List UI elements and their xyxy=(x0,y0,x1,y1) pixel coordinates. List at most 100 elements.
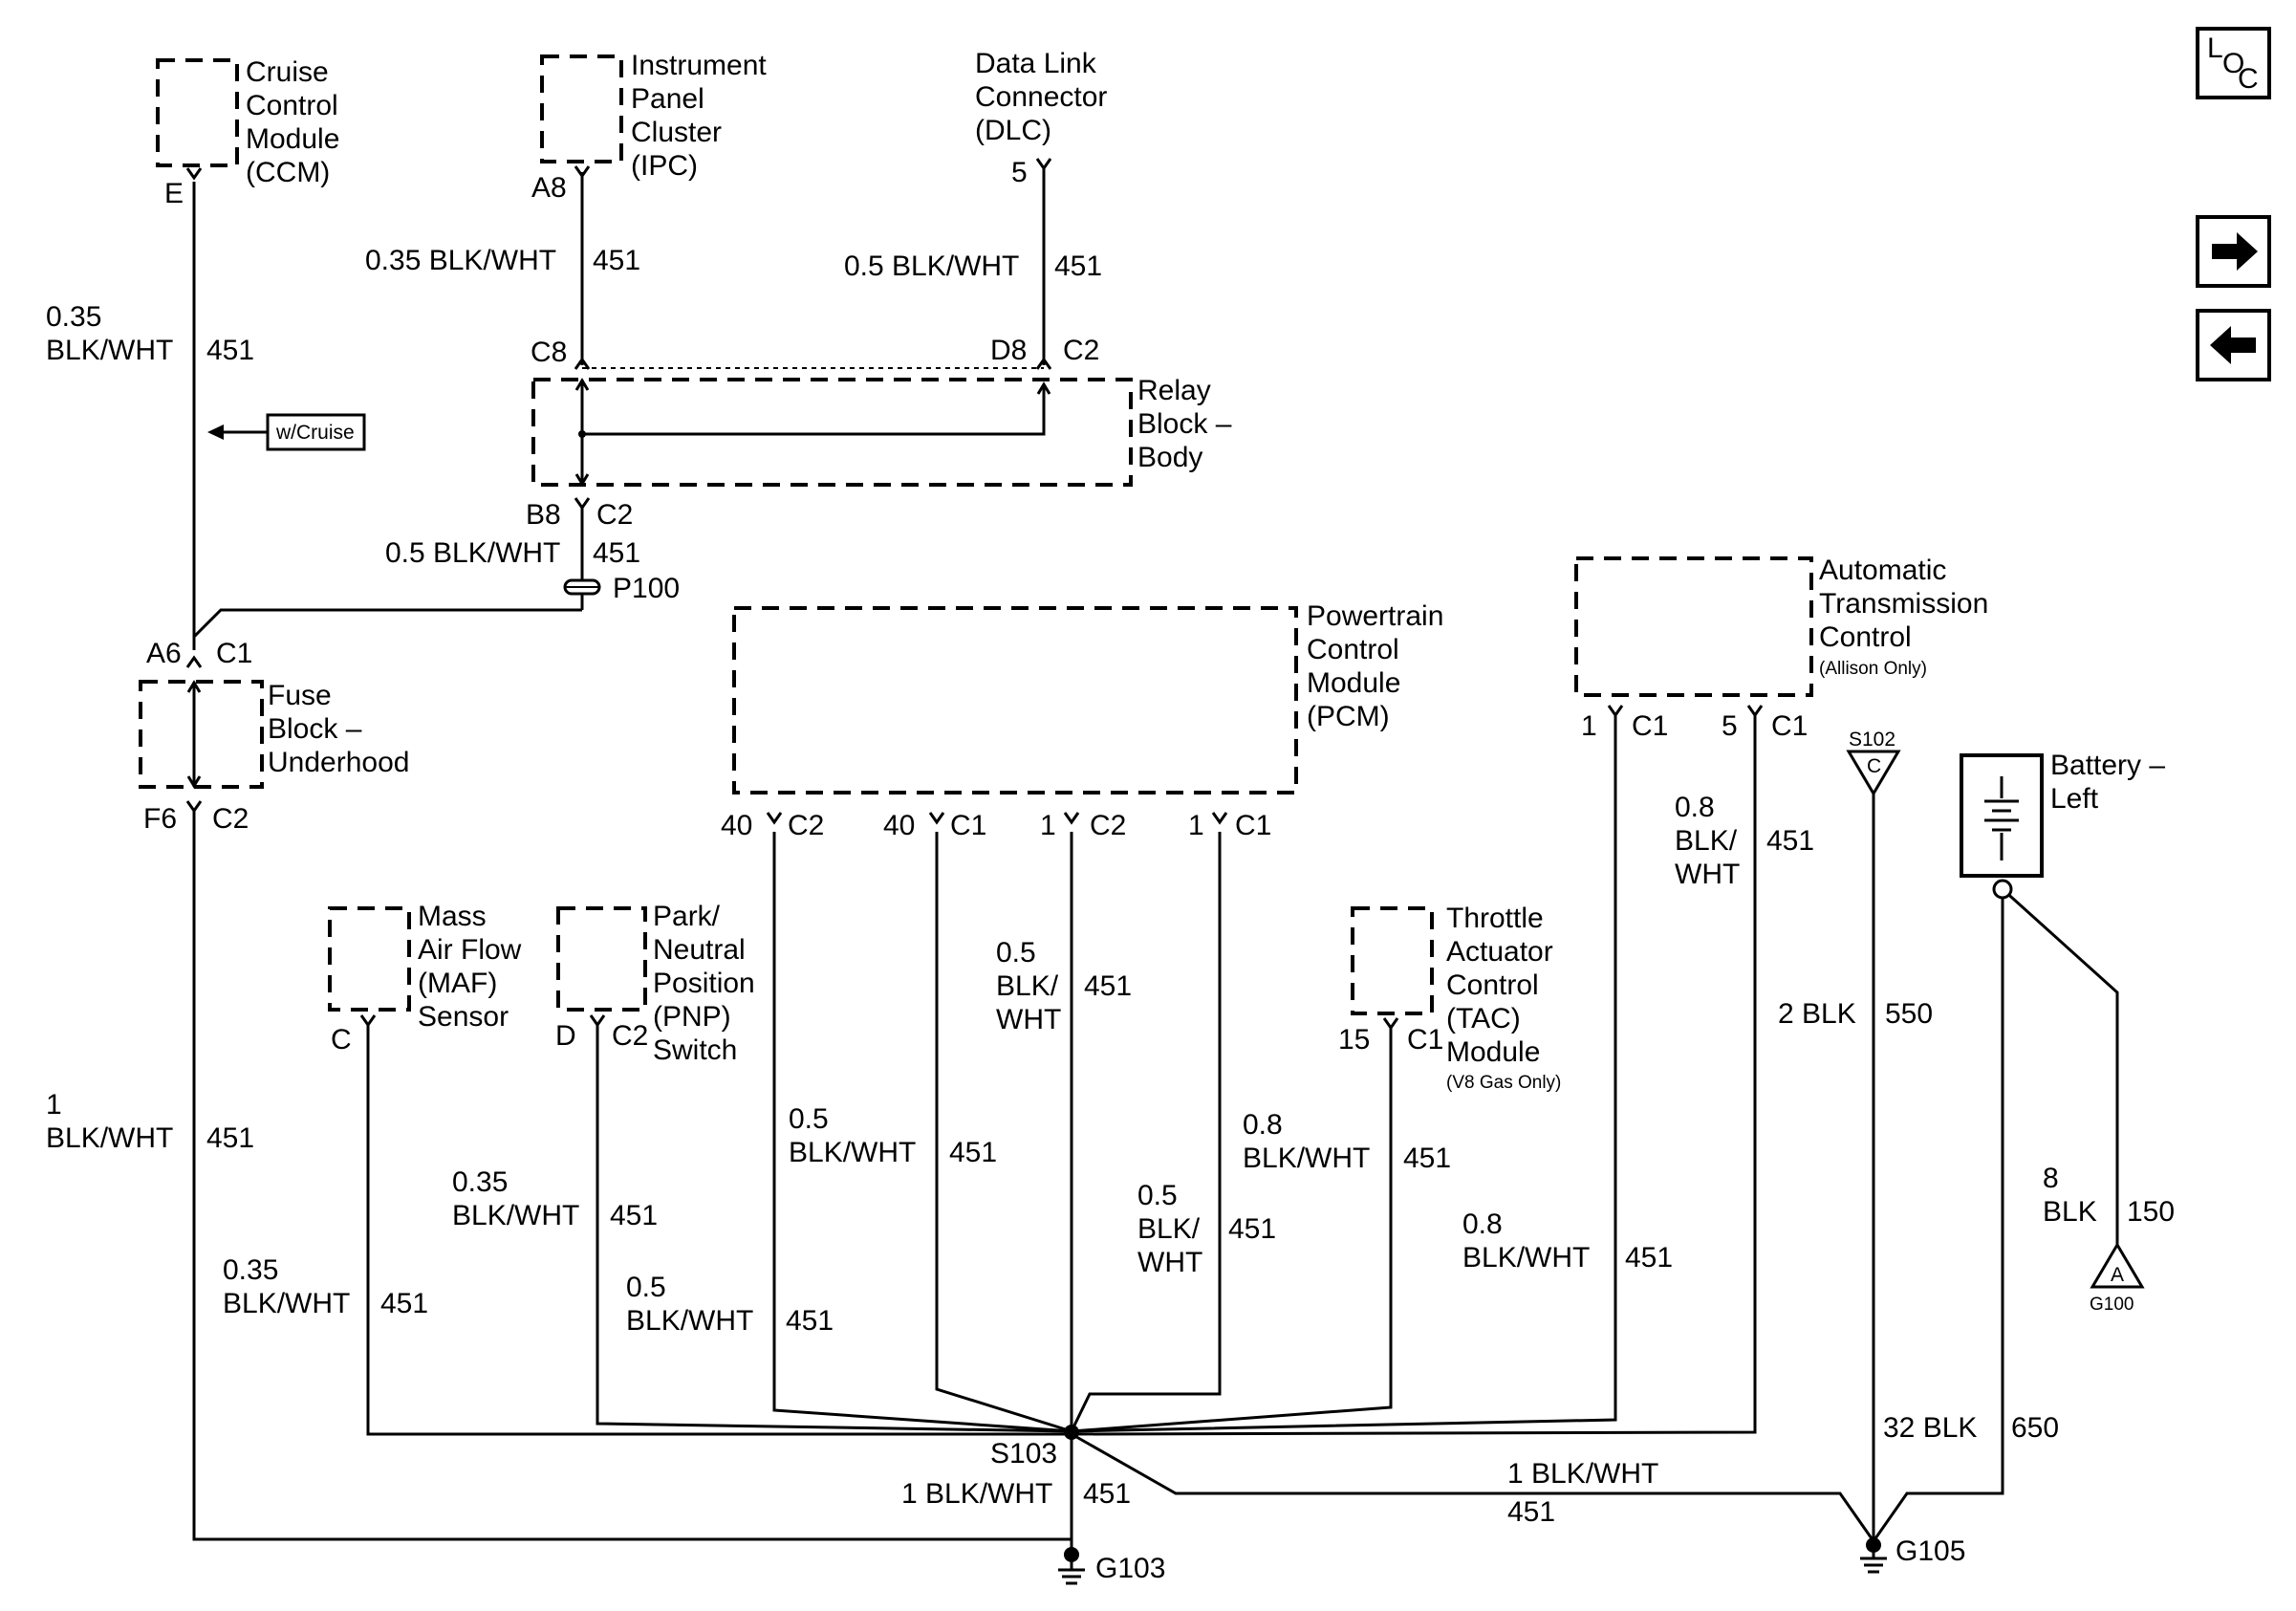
wire-label-pcm-40c1: 0.5 BLK/WHT 451 xyxy=(789,1103,997,1168)
svg-text:Control: Control xyxy=(1307,634,1399,665)
svg-text:451: 451 xyxy=(1228,1213,1276,1245)
svg-text:0.35: 0.35 xyxy=(46,301,101,333)
svg-text:0.5: 0.5 xyxy=(996,937,1036,969)
g100-label: G100 xyxy=(2090,1295,2134,1315)
svg-text:BLK/WHT: BLK/WHT xyxy=(1462,1242,1590,1274)
loc-button[interactable]: L O C xyxy=(2196,27,2271,99)
pin-pcm-1b: 1 xyxy=(1188,810,1204,841)
svg-text:(IPC): (IPC) xyxy=(631,150,698,182)
fuse-arrow-down xyxy=(186,775,202,789)
svg-text:Throttle: Throttle xyxy=(1446,903,1544,934)
svg-text:0.5: 0.5 xyxy=(789,1103,829,1135)
svg-text:1 BLK/WHT: 1 BLK/WHT xyxy=(1507,1458,1658,1490)
wire-p100-fuse xyxy=(192,608,582,650)
svg-text:BLK/: BLK/ xyxy=(996,970,1059,1002)
svg-text:WHT: WHT xyxy=(1675,859,1740,890)
svg-text:Air Flow: Air Flow xyxy=(418,934,522,966)
p100-label: P100 xyxy=(613,573,680,604)
svg-text:BLK: BLK xyxy=(2043,1196,2097,1228)
wire-label-ccm: 0.35 BLK/WHT 451 xyxy=(46,301,254,366)
wire-pnp xyxy=(596,1025,1072,1433)
svg-text:Control: Control xyxy=(1446,969,1539,1001)
svg-text:451: 451 xyxy=(1625,1242,1673,1274)
svg-text:Body: Body xyxy=(1137,442,1202,473)
ipc-label: Instrument Panel Cluster (IPC) xyxy=(631,50,767,182)
svg-text:Fuse: Fuse xyxy=(268,680,332,711)
svg-text:Instrument: Instrument xyxy=(631,50,767,81)
wire-tac xyxy=(1071,1028,1393,1433)
svg-text:451: 451 xyxy=(593,537,640,569)
svg-text:BLK/WHT: BLK/WHT xyxy=(626,1305,753,1337)
relay-bus-node xyxy=(578,430,586,438)
svg-text:Control: Control xyxy=(246,90,338,121)
wire-pcm-40c2 xyxy=(772,832,1072,1433)
svg-text:(MAF): (MAF) xyxy=(418,968,497,999)
splice-s103 xyxy=(1064,1425,1079,1440)
wire-battery-g100 xyxy=(2001,887,2119,1245)
svg-text:Left: Left xyxy=(2050,783,2099,815)
pin-atc-5: 5 xyxy=(1722,710,1738,742)
prev-page-button[interactable] xyxy=(2196,309,2271,381)
wire-atc-1 xyxy=(1071,715,1617,1433)
wire-label-fuse-out: 1 BLK/WHT 451 xyxy=(46,1089,254,1154)
pin-ccm: E xyxy=(164,178,184,209)
svg-text:Sensor: Sensor xyxy=(418,1001,509,1033)
svg-text:Underhood: Underhood xyxy=(268,747,409,778)
svg-text:BLK/WHT: BLK/WHT xyxy=(789,1137,916,1168)
svg-text:BLK/WHT: BLK/WHT xyxy=(223,1288,350,1319)
svg-text:Block –: Block – xyxy=(268,713,362,745)
atc-label: Automatic Transmission Control (Allison … xyxy=(1819,555,1988,679)
wire-label-atc-1: 0.8 BLK/WHT 451 xyxy=(1462,1208,1673,1274)
loc-l: L xyxy=(2207,33,2223,64)
pcm-label: Powertrain Control Module (PCM) xyxy=(1307,600,1443,732)
svg-text:0.35: 0.35 xyxy=(452,1166,508,1198)
ipc-box xyxy=(540,54,623,163)
svg-text:Mass: Mass xyxy=(418,901,487,932)
svg-text:451: 451 xyxy=(786,1305,834,1337)
loc-c: C xyxy=(2238,63,2259,95)
svg-text:0.35 BLK/WHT: 0.35 BLK/WHT xyxy=(365,245,556,276)
battery-label: Battery – Left xyxy=(2050,750,2165,815)
pin-dlc: 5 xyxy=(1011,157,1028,188)
pin-fuse-c1: C1 xyxy=(216,638,252,669)
splice-ground-labels: P100 S103 S102 C A G103 G105 G100 w/Crui… xyxy=(275,422,2134,1584)
svg-text:451: 451 xyxy=(1083,1478,1131,1510)
wire-battery-g105 xyxy=(1872,889,2004,1542)
battery-symbol xyxy=(1960,753,2044,900)
relay-block-label: Relay Block – Body xyxy=(1137,375,1232,473)
wire-label-pnp: 0.35 BLK/WHT 451 xyxy=(452,1166,658,1231)
svg-text:Module: Module xyxy=(1446,1036,1540,1068)
wires xyxy=(192,168,2119,1555)
svg-text:8: 8 xyxy=(2043,1163,2059,1194)
svg-text:451: 451 xyxy=(380,1288,428,1319)
svg-text:2 BLK: 2 BLK xyxy=(1778,998,1856,1030)
svg-text:451: 451 xyxy=(206,335,254,366)
wire-label-s102: 2 BLK 550 xyxy=(1778,998,1933,1030)
tac-box xyxy=(1351,906,1434,1015)
next-page-button[interactable] xyxy=(2196,215,2271,288)
wire-label-battery: 8 BLK 150 xyxy=(2043,1163,2175,1228)
pin-tac-c1: C1 xyxy=(1407,1024,1443,1056)
maf-box xyxy=(328,906,411,1012)
g100-letter: A xyxy=(2111,1264,2124,1286)
svg-text:Panel: Panel xyxy=(631,83,704,115)
wire-label-relay-out: 0.5 BLK/WHT 451 xyxy=(385,537,640,569)
pin-mark-pcm-40c1 xyxy=(928,812,945,825)
pin-pnp-d: D xyxy=(555,1020,576,1052)
ground-g105 xyxy=(1860,1537,1887,1574)
pin-relay-d8: D8 xyxy=(990,335,1027,366)
pin-mark-fuse-a6 xyxy=(185,655,203,668)
svg-text:Block –: Block – xyxy=(1137,408,1232,440)
svg-text:Module: Module xyxy=(246,123,339,155)
pin-labels: E A8 5 C8 D8 C2 B8 C2 A6 C1 F6 C2 40 C2 … xyxy=(143,157,1808,1056)
pin-pcm-c1: C1 xyxy=(950,810,986,841)
svg-text:Switch: Switch xyxy=(653,1034,737,1066)
wire-label-pcm-40c2: 0.5 BLK/WHT 451 xyxy=(626,1272,834,1337)
svg-text:451: 451 xyxy=(1054,250,1102,282)
svg-text:Park/: Park/ xyxy=(653,901,721,932)
pin-mark-maf xyxy=(359,1014,377,1028)
s102-letter: C xyxy=(1867,755,1881,777)
fuse-block-label: Fuse Block – Underhood xyxy=(268,680,409,778)
svg-text:0.5: 0.5 xyxy=(626,1272,666,1303)
pin-relay-c8: C8 xyxy=(531,337,567,368)
